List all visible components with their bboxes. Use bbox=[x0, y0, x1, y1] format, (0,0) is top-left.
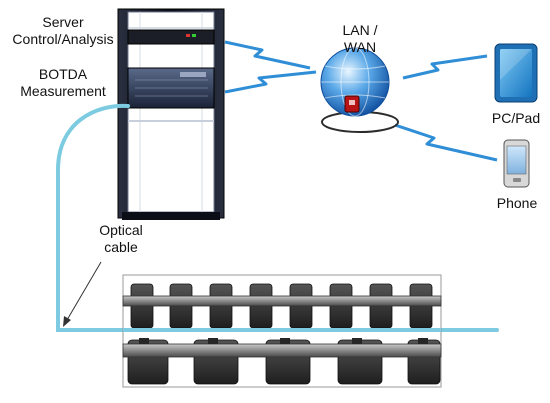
network-label-line1: LAN / bbox=[342, 22, 378, 38]
tablet-icon bbox=[494, 43, 538, 103]
pc-pad-label: PC/Pad bbox=[491, 110, 541, 126]
optical-cable-label: Optical cable bbox=[86, 222, 156, 256]
optical-cable-label-line2: cable bbox=[104, 239, 138, 255]
server-rack-icon bbox=[117, 8, 225, 220]
botda-label-line1: BOTDA bbox=[38, 66, 88, 82]
optical-fiber-line bbox=[56, 103, 499, 332]
server-label-line2: Control/Analysis bbox=[12, 31, 114, 47]
botda-label: BOTDA Measurement bbox=[8, 66, 118, 100]
phone-icon bbox=[503, 139, 530, 188]
railway-track-photo bbox=[122, 274, 442, 388]
server-label-line1: Server bbox=[42, 14, 84, 30]
server-label: Server Control/Analysis bbox=[8, 14, 118, 48]
network-label: LAN / WAN bbox=[325, 22, 395, 56]
pointer-arrow bbox=[63, 261, 102, 327]
phone-label: Phone bbox=[496, 195, 538, 211]
globe-router-icon bbox=[320, 47, 399, 133]
wireless-link-lines bbox=[224, 40, 498, 162]
optical-cable-label-line1: Optical bbox=[99, 222, 143, 238]
network-label-line2: WAN bbox=[343, 39, 377, 55]
botda-label-line2: Measurement bbox=[20, 83, 106, 99]
